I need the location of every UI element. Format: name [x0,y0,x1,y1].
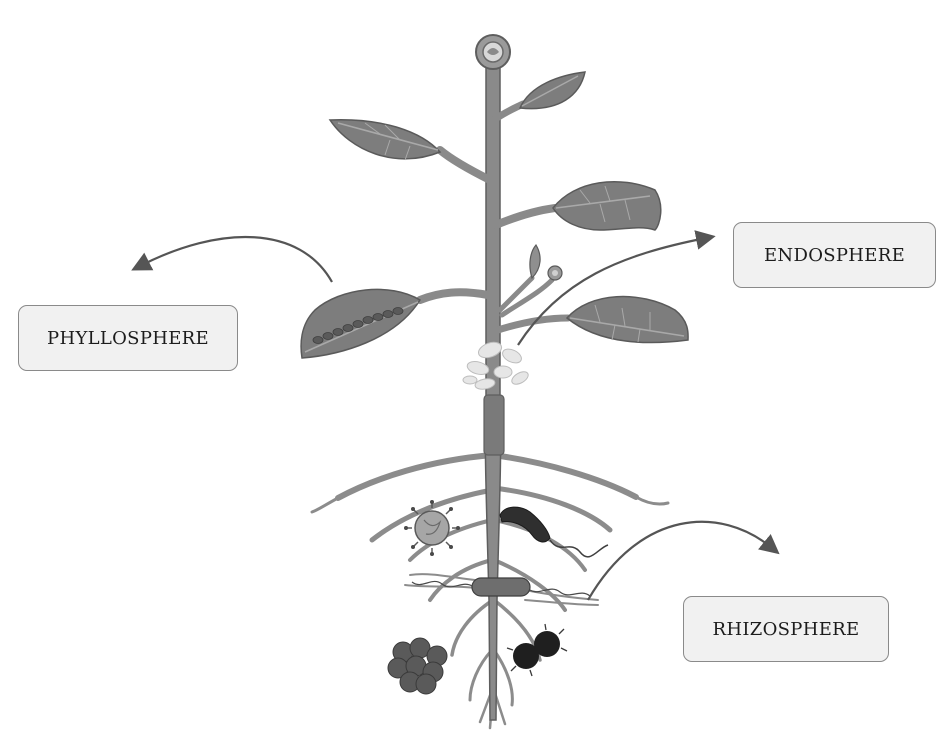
cocci-cluster [388,638,447,694]
phyllosphere-label: PHYLLOSPHERE [18,305,238,371]
phyllosphere-arrow [140,237,332,282]
rhizosphere-label: RHIZOSPHERE [683,596,889,662]
endosphere-label: ENDOSPHERE [733,222,936,288]
diplococcus [507,624,567,676]
rhizosphere-arrow [588,522,772,600]
